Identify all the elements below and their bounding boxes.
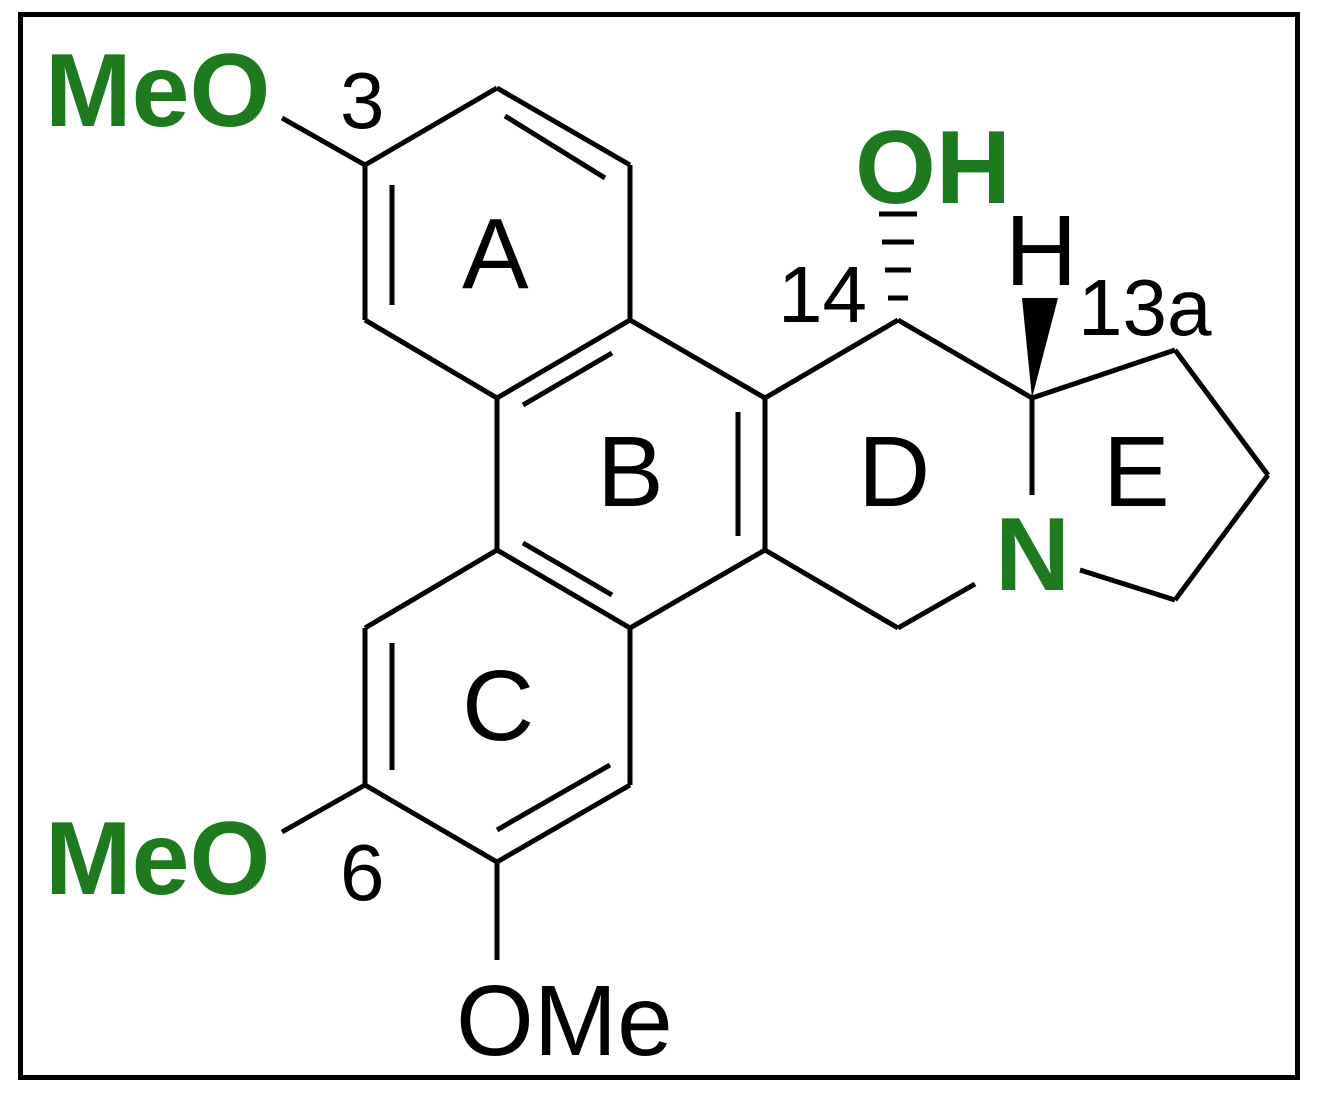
- ring-label-b: B: [597, 416, 664, 528]
- ring-e-bonds: [1031, 347, 1271, 603]
- solid-wedge-h: [1022, 298, 1058, 398]
- hydroxyl-label: OH: [855, 110, 1011, 226]
- ring-a-bonds: [362, 85, 633, 408]
- ring-b-bonds: [494, 317, 768, 631]
- locant-14: 14: [778, 250, 867, 339]
- methoxy-c7-label: OMe: [456, 965, 673, 1077]
- ring-d-bonds: [763, 317, 1035, 631]
- ring-label-d: D: [858, 416, 930, 528]
- ring-label-a: A: [462, 198, 529, 310]
- ring-label-c: C: [462, 650, 534, 762]
- methoxy-bottom-label: MeO: [45, 801, 270, 917]
- hashed-wedge-oh: [879, 211, 917, 301]
- diagram-frame: [18, 12, 1300, 1080]
- locant-6: 6: [340, 828, 385, 917]
- methoxy-top-label: MeO: [45, 33, 270, 149]
- hydrogen-label: H: [1005, 195, 1077, 307]
- ring-c-bonds: [362, 547, 633, 865]
- substituent-bonds: [280, 115, 500, 960]
- locant-13a: 13a: [1078, 263, 1212, 352]
- nitrogen-label: N: [995, 497, 1070, 613]
- locant-3: 3: [340, 56, 385, 145]
- ring-label-e: E: [1103, 416, 1170, 528]
